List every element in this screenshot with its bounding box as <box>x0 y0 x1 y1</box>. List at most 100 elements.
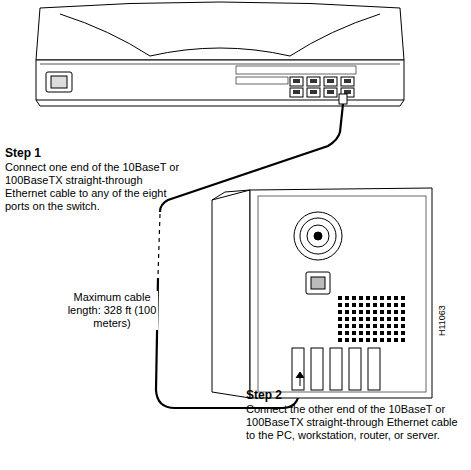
expansion-slot <box>311 348 323 390</box>
pc-power-socket <box>306 272 330 294</box>
power-socket <box>46 72 72 92</box>
vent-hole <box>401 317 405 321</box>
ethernet-port <box>290 88 303 97</box>
vent-hole <box>387 331 391 335</box>
vent-hole <box>345 317 349 321</box>
vent-hole <box>394 303 398 307</box>
pc-power-socket <box>311 277 325 289</box>
vent-hole <box>338 317 342 321</box>
expansion-slot <box>330 348 342 390</box>
ethernet-port <box>324 77 337 86</box>
vent-hole <box>345 331 349 335</box>
pc-tower <box>258 196 426 392</box>
vent-hole <box>387 317 391 321</box>
vent-hole <box>380 324 384 328</box>
vent-hole <box>373 338 377 342</box>
pc-fan <box>300 218 336 254</box>
ethernet-port <box>290 77 303 86</box>
vent-hole <box>359 303 363 307</box>
vent-hole <box>394 296 398 300</box>
port-label-strip <box>236 66 356 84</box>
port-socket <box>293 79 300 83</box>
vent-hole <box>366 310 370 314</box>
port-label-strip <box>236 77 288 84</box>
vent-hole <box>338 303 342 307</box>
port-socket <box>310 79 317 83</box>
vent-hole <box>352 296 356 300</box>
vent-hole <box>380 310 384 314</box>
vent-hole <box>373 303 377 307</box>
power-socket <box>46 72 72 92</box>
vent-hole <box>352 324 356 328</box>
expansion-slots <box>292 348 380 390</box>
pc-tower <box>212 190 250 398</box>
ethernet-port <box>341 77 354 86</box>
vent-hole <box>359 338 363 342</box>
ethernet-port <box>307 88 320 97</box>
vent-hole <box>380 317 384 321</box>
vent-hole <box>366 324 370 328</box>
vent-hole <box>373 296 377 300</box>
cable-length-note: Maximum cable length: 328 ft (100 meters… <box>66 291 158 330</box>
vent-hole <box>366 331 370 335</box>
vent-hole <box>373 331 377 335</box>
leader-line <box>300 378 301 386</box>
switch-chassis <box>36 100 404 106</box>
step-heading: Step 1 <box>5 146 183 160</box>
vent-hole <box>380 338 384 342</box>
step-instruction: Connect one end of the 10BaseT or 100Bas… <box>5 161 183 213</box>
vent-hole <box>359 317 363 321</box>
vent-hole <box>401 296 405 300</box>
vent-hole <box>373 317 377 321</box>
vent-hole <box>380 303 384 307</box>
vent-hole <box>394 317 398 321</box>
vent-hole <box>345 338 349 342</box>
vent-hole <box>359 324 363 328</box>
vent-hole <box>338 324 342 328</box>
port-socket <box>344 79 351 83</box>
vent-hole <box>401 310 405 314</box>
figure-number: H11063 <box>436 305 449 336</box>
vent-hole <box>373 324 377 328</box>
vent-hole <box>366 296 370 300</box>
pc-fan <box>294 212 342 260</box>
step-instruction: Connect the other end of the 10BaseT or … <box>246 403 468 442</box>
step-heading: Step 2 <box>246 388 468 402</box>
vent-hole <box>345 310 349 314</box>
vent-hole <box>380 331 384 335</box>
vent-hole <box>366 338 370 342</box>
vent-hole <box>373 310 377 314</box>
vent-hole <box>387 338 391 342</box>
switch-chassis <box>40 64 400 65</box>
pc-tower <box>250 188 432 398</box>
pc-fan <box>314 232 322 240</box>
pc-fan <box>294 212 342 260</box>
vent-hole <box>352 331 356 335</box>
vent-hole <box>394 324 398 328</box>
pc-tower <box>212 188 432 398</box>
ethernet-port <box>324 88 337 97</box>
vent-hole <box>345 324 349 328</box>
ethernet-port <box>307 77 320 86</box>
port-label-strip <box>236 66 356 74</box>
switch-chassis <box>36 60 404 100</box>
vent-hole <box>380 296 384 300</box>
expansion-slot <box>368 348 380 390</box>
vent-hole <box>401 331 405 335</box>
leader-line <box>296 372 304 386</box>
vent-hole <box>352 317 356 321</box>
switch-chassis <box>60 14 380 56</box>
vent-hole <box>338 331 342 335</box>
vent-hole <box>366 317 370 321</box>
vent-hole <box>338 338 342 342</box>
pc-fan <box>307 225 329 247</box>
vent-hole <box>401 324 405 328</box>
port-socket <box>293 90 300 94</box>
vent-hole <box>359 331 363 335</box>
switch-chassis <box>36 2 404 60</box>
pc-power-socket <box>306 272 330 294</box>
vent-hole <box>366 303 370 307</box>
port-socket <box>327 79 334 83</box>
vent-hole <box>394 338 398 342</box>
